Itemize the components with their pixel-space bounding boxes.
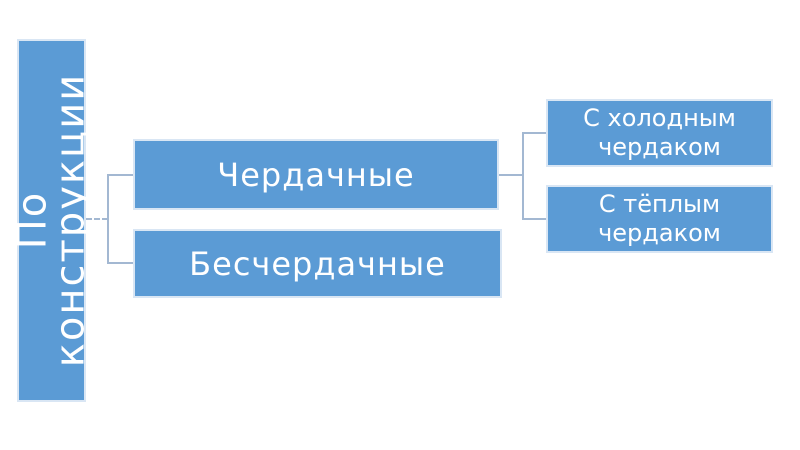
connector-level2-vertical bbox=[522, 132, 524, 220]
root-node-label: По конструкции bbox=[9, 39, 94, 402]
connector-to-bescherdachnye bbox=[107, 262, 134, 264]
node-label: Чердачные bbox=[217, 155, 415, 194]
diagram-node-bescherdachnye: Бесчердачные bbox=[133, 229, 502, 298]
connector-to-warm-attic bbox=[522, 218, 547, 220]
diagram-node-cherdachnye: Чердачные bbox=[133, 139, 499, 210]
diagram-node-cold-attic: С холодным чердаком bbox=[546, 99, 773, 167]
node-label: Бесчердачные bbox=[189, 244, 446, 283]
connector-to-cherdachnye bbox=[107, 174, 134, 176]
node-label: С холодным чердаком bbox=[583, 104, 736, 161]
root-label-line1: По bbox=[9, 190, 56, 250]
diagram-node-warm-attic: С тёплым чердаком bbox=[546, 185, 773, 253]
connector-to-cold-attic bbox=[522, 132, 547, 134]
node-label: С тёплым чердаком bbox=[598, 190, 721, 247]
root-label-line2: конструкции bbox=[47, 72, 94, 368]
connector-root-stub bbox=[86, 218, 108, 220]
connector-level1-vertical bbox=[107, 174, 109, 264]
connector-cherdachnye-stub bbox=[499, 174, 523, 176]
diagram-node-root: По конструкции bbox=[10, 39, 94, 402]
